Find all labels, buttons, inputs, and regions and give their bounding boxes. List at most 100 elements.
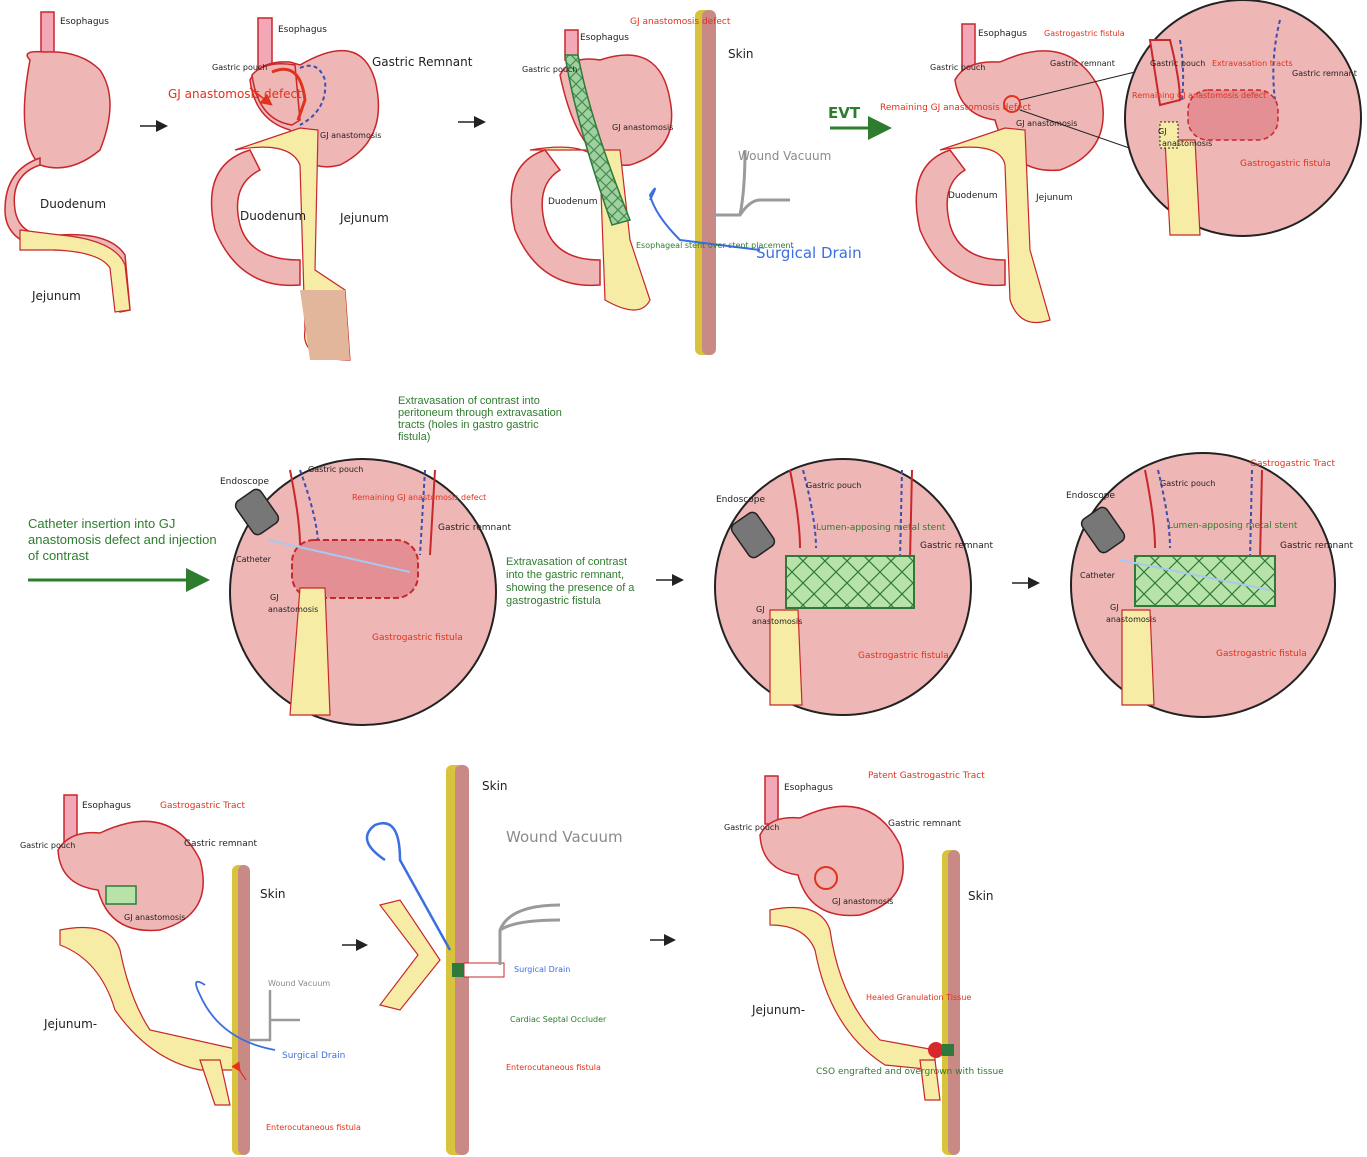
label-fistula: Gastrogastric fistula — [858, 651, 949, 661]
row2-circle3: Endoscope Gastric pouch Lumen-apposing m… — [1066, 453, 1353, 717]
label-gj-anastomosis: GJ anastomosis — [1016, 119, 1077, 128]
label-gj: GJ — [1110, 603, 1119, 612]
label-wound-vacuum: Wound Vacuum — [506, 828, 623, 846]
label-ecf: Enterocutaneous fistula — [506, 1063, 601, 1072]
jejunum-distal — [920, 1060, 940, 1100]
label-duodenum: Duodenum — [548, 197, 598, 207]
label-gastric-remnant: Gastric remnant — [920, 541, 993, 551]
label-gastric-remnant: Gastric remnant — [1050, 59, 1115, 68]
zoom-label-gj: GJ — [1158, 127, 1167, 136]
label-remaining-defect: Remaining GJ anastomosis defect — [352, 493, 486, 502]
label-esophagus: Esophagus — [278, 25, 327, 35]
stomach-shape — [24, 52, 110, 168]
row1-panel4-evt: Esophagus Gastric pouch Gastric remnant … — [880, 24, 1135, 323]
zoom-label-tracts: Extravasation tracts — [1212, 59, 1293, 68]
label-gastric-pouch: Gastric pouch — [806, 481, 861, 490]
wound-vacuum-tube — [250, 990, 300, 1040]
label-duodenum: Duodenum — [948, 191, 998, 201]
row1-zoom-circle: Gastric pouch Gastric remnant Extravasat… — [1125, 0, 1361, 236]
label-gj-anastomosis: GJ anastomosis — [832, 897, 893, 906]
label-surgical-drain: Surgical Drain — [282, 1051, 345, 1061]
skin-inner — [238, 865, 250, 1155]
label-endoscope: Endoscope — [1066, 491, 1115, 501]
label-gastric-remnant: Gastric remnant — [888, 819, 961, 829]
label-gastric-remnant: Gastric remnant — [1280, 541, 1353, 551]
jejunum-shape — [60, 928, 240, 1071]
label-wound-vacuum: Wound Vacuum — [268, 979, 330, 988]
label-gastric-pouch: Gastric pouch — [724, 823, 779, 832]
label-esophagus: Esophagus — [60, 17, 109, 27]
label-cso-engrafted: CSO engrafted and overgrown with tissue — [816, 1067, 1004, 1077]
extravasation-right-note: Extravasation of contrast into the gastr… — [506, 556, 641, 608]
label-catheter: Catheter — [1080, 571, 1116, 580]
label-gastric-pouch: Gastric pouch — [308, 465, 363, 474]
label-gastric-pouch: Gastric pouch — [20, 841, 75, 850]
label-gj: GJ — [756, 605, 765, 614]
lams-stent — [106, 886, 136, 904]
wound-vacuum-tube — [500, 905, 560, 965]
label-endoscope: Endoscope — [220, 477, 269, 487]
lams-mesh — [786, 556, 914, 608]
jejunum — [1122, 610, 1154, 705]
label-esophagus: Esophagus — [82, 801, 131, 811]
label-gastric-remnant: Gastric remnant — [438, 523, 511, 533]
label-gastric-pouch: Gastric pouch — [930, 63, 985, 72]
zoom-label-gastric-remnant: Gastric remnant — [1292, 69, 1357, 78]
label-gj-defect: GJ anastomosis defect — [168, 87, 302, 101]
skin-inner — [948, 850, 960, 1155]
label-jejunum: Jejunum- — [751, 1003, 805, 1017]
label-patent-tract: Patent Gastrogastric Tract — [868, 771, 985, 781]
row3-panel1: Esophagus Gastric pouch Gastric remnant … — [20, 795, 361, 1155]
label-jejunum: Jejunum- — [43, 1017, 97, 1031]
row2-circle2: Endoscope Gastric pouch Lumen-apposing m… — [715, 459, 993, 715]
label-anastomosis: anastomosis — [268, 605, 318, 614]
label-skin: Skin — [482, 779, 508, 793]
label-tract: Gastrogastric Tract — [1250, 459, 1336, 469]
label-surgical-drain: Surgical Drain — [756, 244, 862, 262]
label-tract: Gastrogastric Tract — [160, 801, 246, 811]
label-anastomosis: anastomosis — [752, 617, 802, 626]
skin-inner — [455, 765, 469, 1155]
label-duodenum: Duodenum — [40, 197, 106, 211]
row1-panel3-stent: Esophagus Gastric pouch GJ anastomosis d… — [511, 10, 861, 355]
label-gj: GJ — [270, 593, 279, 602]
row3-panel2: Skin Wound Vacuum Surgical Drain Cardiac… — [367, 765, 623, 1155]
label-remaining-defect: Remaining GJ anastomosis defect — [880, 103, 1032, 113]
catheter-note: Catheter insertion into GJ anastomosis d… — [28, 516, 218, 564]
label-gj-anastomosis: GJ anastomosis — [612, 123, 673, 132]
zoom-label-fistula: Gastrogastric fistula — [1240, 159, 1331, 169]
skin-inner — [702, 10, 716, 355]
label-endoscope: Endoscope — [716, 495, 765, 505]
row3-panel3: Esophagus Gastric pouch Patent Gastrogas… — [724, 771, 1004, 1155]
catheter-note-box: Catheter insertion into GJ anastomosis d… — [28, 516, 218, 576]
label-esophagus: Esophagus — [580, 33, 629, 43]
row1-panel1-normal-anatomy: Esophagus Duodenum Jejunum — [5, 12, 130, 312]
lams-mesh — [1135, 556, 1275, 606]
zoom-label-remaining: Remaining GJ anastomosis defect — [1132, 91, 1266, 100]
label-cso: Cardiac Septal Occluder — [510, 1015, 607, 1024]
label-skin: Skin — [260, 887, 286, 901]
label-ecf: Enterocutaneous fistula — [266, 1123, 361, 1132]
label-jejunum: Jejunum — [31, 289, 81, 303]
zoom-jejunum — [1165, 140, 1200, 235]
label-gastric-remnant: Gastric Remnant — [372, 55, 473, 69]
zoom-label-gastric-pouch: Gastric pouch — [1150, 59, 1205, 68]
zoom-label-anastomosis: anastomosis — [1162, 139, 1212, 148]
extravasation-top-box: Extravasation of contrast into peritoneu… — [398, 395, 568, 455]
fistula-tract — [464, 963, 504, 977]
label-gj-defect: GJ anastomosis defect — [630, 17, 731, 27]
label-wound-vacuum: Wound Vacuum — [738, 149, 831, 163]
label-jejunum: Jejunum — [339, 211, 389, 225]
esophagus-shape — [765, 776, 778, 824]
row2-catheter-note: Catheter insertion into GJ anastomosis d… — [28, 516, 218, 580]
cso-device — [452, 963, 464, 977]
label-gj-anastomosis: GJ anastomosis — [124, 913, 185, 922]
label-esophagus: Esophagus — [784, 783, 833, 793]
label-skin: Skin — [728, 47, 754, 61]
label-esophagus: Esophagus — [978, 29, 1027, 39]
label-gastric-pouch: Gastric pouch — [522, 65, 577, 74]
extravasation-right-box: Extravasation of contrast into the gastr… — [506, 556, 641, 646]
label-duodenum: Duodenum — [240, 209, 306, 223]
label-fistula: Gastrogastric fistula — [1216, 649, 1307, 659]
